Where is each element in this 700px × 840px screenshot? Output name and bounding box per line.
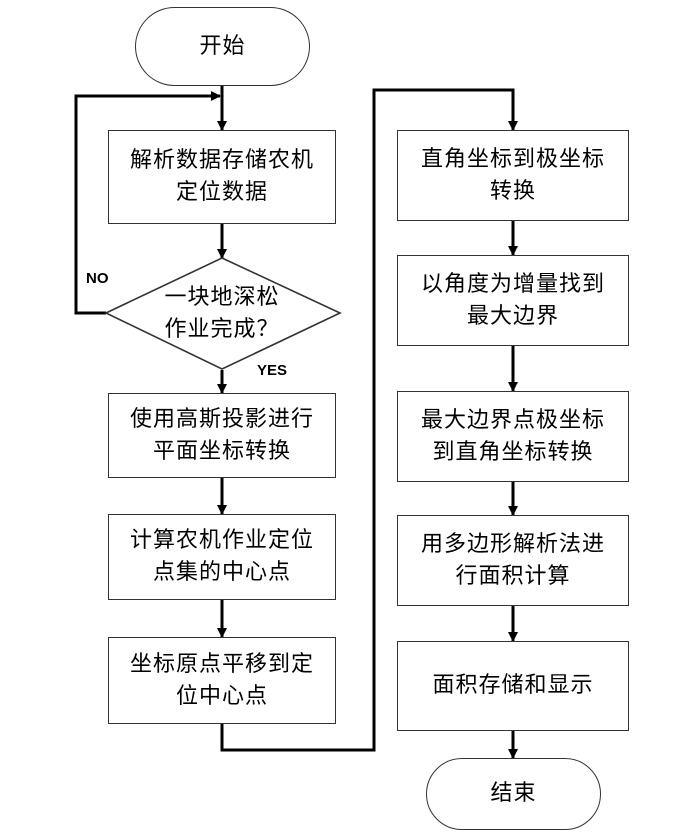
to-cartesian-label: 最大边界点极坐标 到直角坐标转换 [420, 407, 605, 465]
to-polar-label: 直角坐标到极坐标 转换 [420, 146, 605, 204]
yes-label: YES [257, 362, 288, 379]
parse-data-step: 解析数据存储农机 定位数据 [108, 130, 336, 224]
center-point-label: 计算农机作业定位 点集的中心点 [129, 528, 314, 585]
start-terminal: 开始 [135, 7, 310, 86]
parse-data-label: 解析数据存储农机 定位数据 [129, 148, 314, 205]
arrow-no-loop [74, 91, 221, 315]
projection-step: 使用高斯投影进行 平面坐标转换 [108, 393, 336, 478]
end-label: 结束 [490, 781, 537, 806]
polygon-area-label: 用多边形解析法进 行面积计算 [420, 531, 605, 589]
find-boundary-label: 以角度为增量找到 最大边界 [420, 271, 605, 329]
projection-label: 使用高斯投影进行 平面坐标转换 [129, 406, 314, 464]
translate-origin-label: 坐标原点平移到定 位中心点 [129, 651, 314, 709]
no-label: NO [86, 270, 109, 287]
translate-origin-step: 坐标原点平移到定 位中心点 [108, 637, 336, 724]
decision-diamond [104, 257, 342, 370]
polygon-area-step: 用多边形解析法进 行面积计算 [397, 515, 629, 606]
start-label: 开始 [199, 33, 246, 59]
decision-label: 一块地深松 作业完成？ [164, 285, 280, 342]
to-cartesian-step: 最大边界点极坐标 到直角坐标转换 [397, 391, 629, 482]
to-polar-step: 直角坐标到极坐标 转换 [397, 130, 629, 221]
center-point-step: 计算农机作业定位 点集的中心点 [108, 514, 336, 600]
store-display-step: 面积存储和显示 [397, 641, 629, 731]
arrow-translate-to-polar [220, 88, 518, 752]
find-boundary-step: 以角度为增量找到 最大边界 [397, 255, 629, 346]
store-display-label: 面积存储和显示 [432, 673, 594, 698]
end-terminal: 结束 [426, 758, 601, 830]
